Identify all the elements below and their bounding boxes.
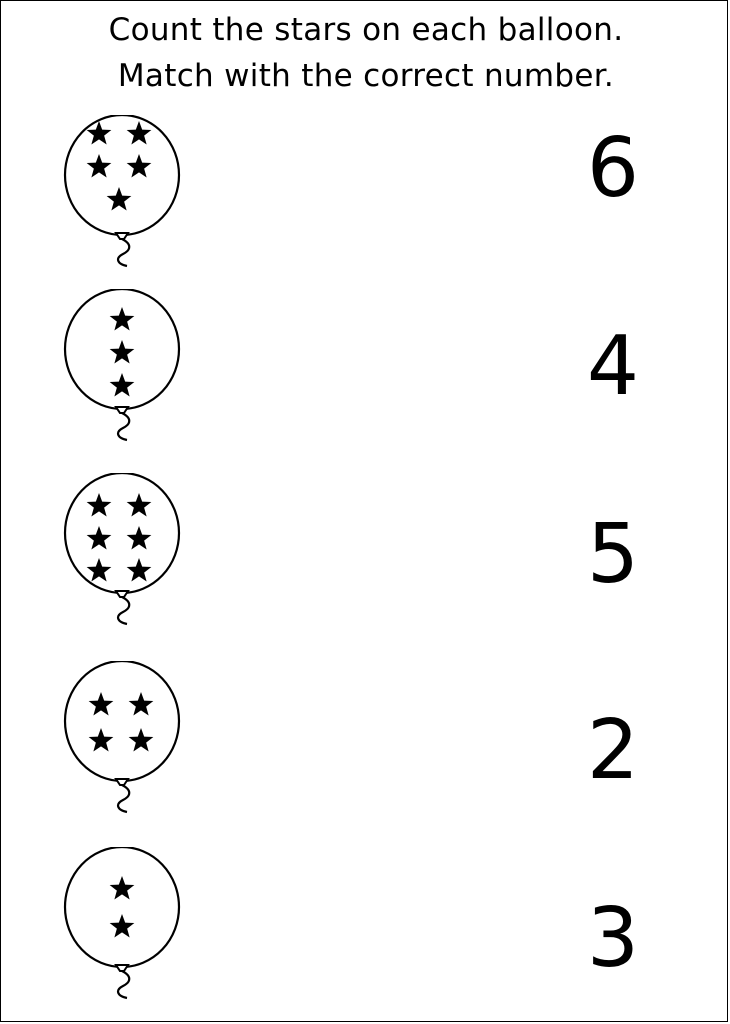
- balloon-icon: [63, 661, 181, 814]
- star-icon: [109, 373, 135, 397]
- star-icon: [109, 876, 135, 900]
- number-option[interactable]: 2: [586, 703, 640, 798]
- balloon-icon: [63, 115, 181, 268]
- balloon-six-stars[interactable]: [57, 473, 187, 635]
- star-icon: [109, 914, 135, 938]
- balloon-icon: [63, 289, 181, 442]
- star-icon: [86, 154, 112, 178]
- number-option[interactable]: 3: [586, 891, 640, 986]
- star-icon: [128, 728, 154, 752]
- star-icon: [126, 154, 152, 178]
- balloon-icon: [63, 473, 181, 626]
- star-icon: [128, 692, 154, 716]
- star-icon: [86, 526, 112, 550]
- balloon-three-stars[interactable]: [57, 289, 187, 451]
- star-icon: [126, 526, 152, 550]
- balloon-two-stars[interactable]: [57, 847, 187, 1009]
- star-icon: [126, 558, 152, 582]
- star-icon: [109, 307, 135, 331]
- instruction-line-2: Match with the correct number.: [117, 58, 615, 94]
- star-icon: [86, 121, 112, 145]
- star-icon: [86, 493, 112, 517]
- balloon-icon: [63, 847, 181, 1000]
- star-icon: [106, 187, 132, 211]
- star-icon: [86, 558, 112, 582]
- star-icon: [88, 728, 114, 752]
- star-icon: [88, 692, 114, 716]
- instructions: Count the stars on each balloon. Match w…: [1, 7, 730, 99]
- balloon-four-stars[interactable]: [57, 661, 187, 823]
- number-option[interactable]: 4: [586, 319, 640, 414]
- instruction-line-1: Count the stars on each balloon.: [108, 12, 624, 48]
- star-icon: [126, 121, 152, 145]
- number-option[interactable]: 6: [586, 121, 640, 216]
- star-icon: [109, 340, 135, 364]
- star-icon: [126, 493, 152, 517]
- number-option[interactable]: 5: [586, 507, 640, 602]
- balloon-five-stars[interactable]: [57, 115, 187, 277]
